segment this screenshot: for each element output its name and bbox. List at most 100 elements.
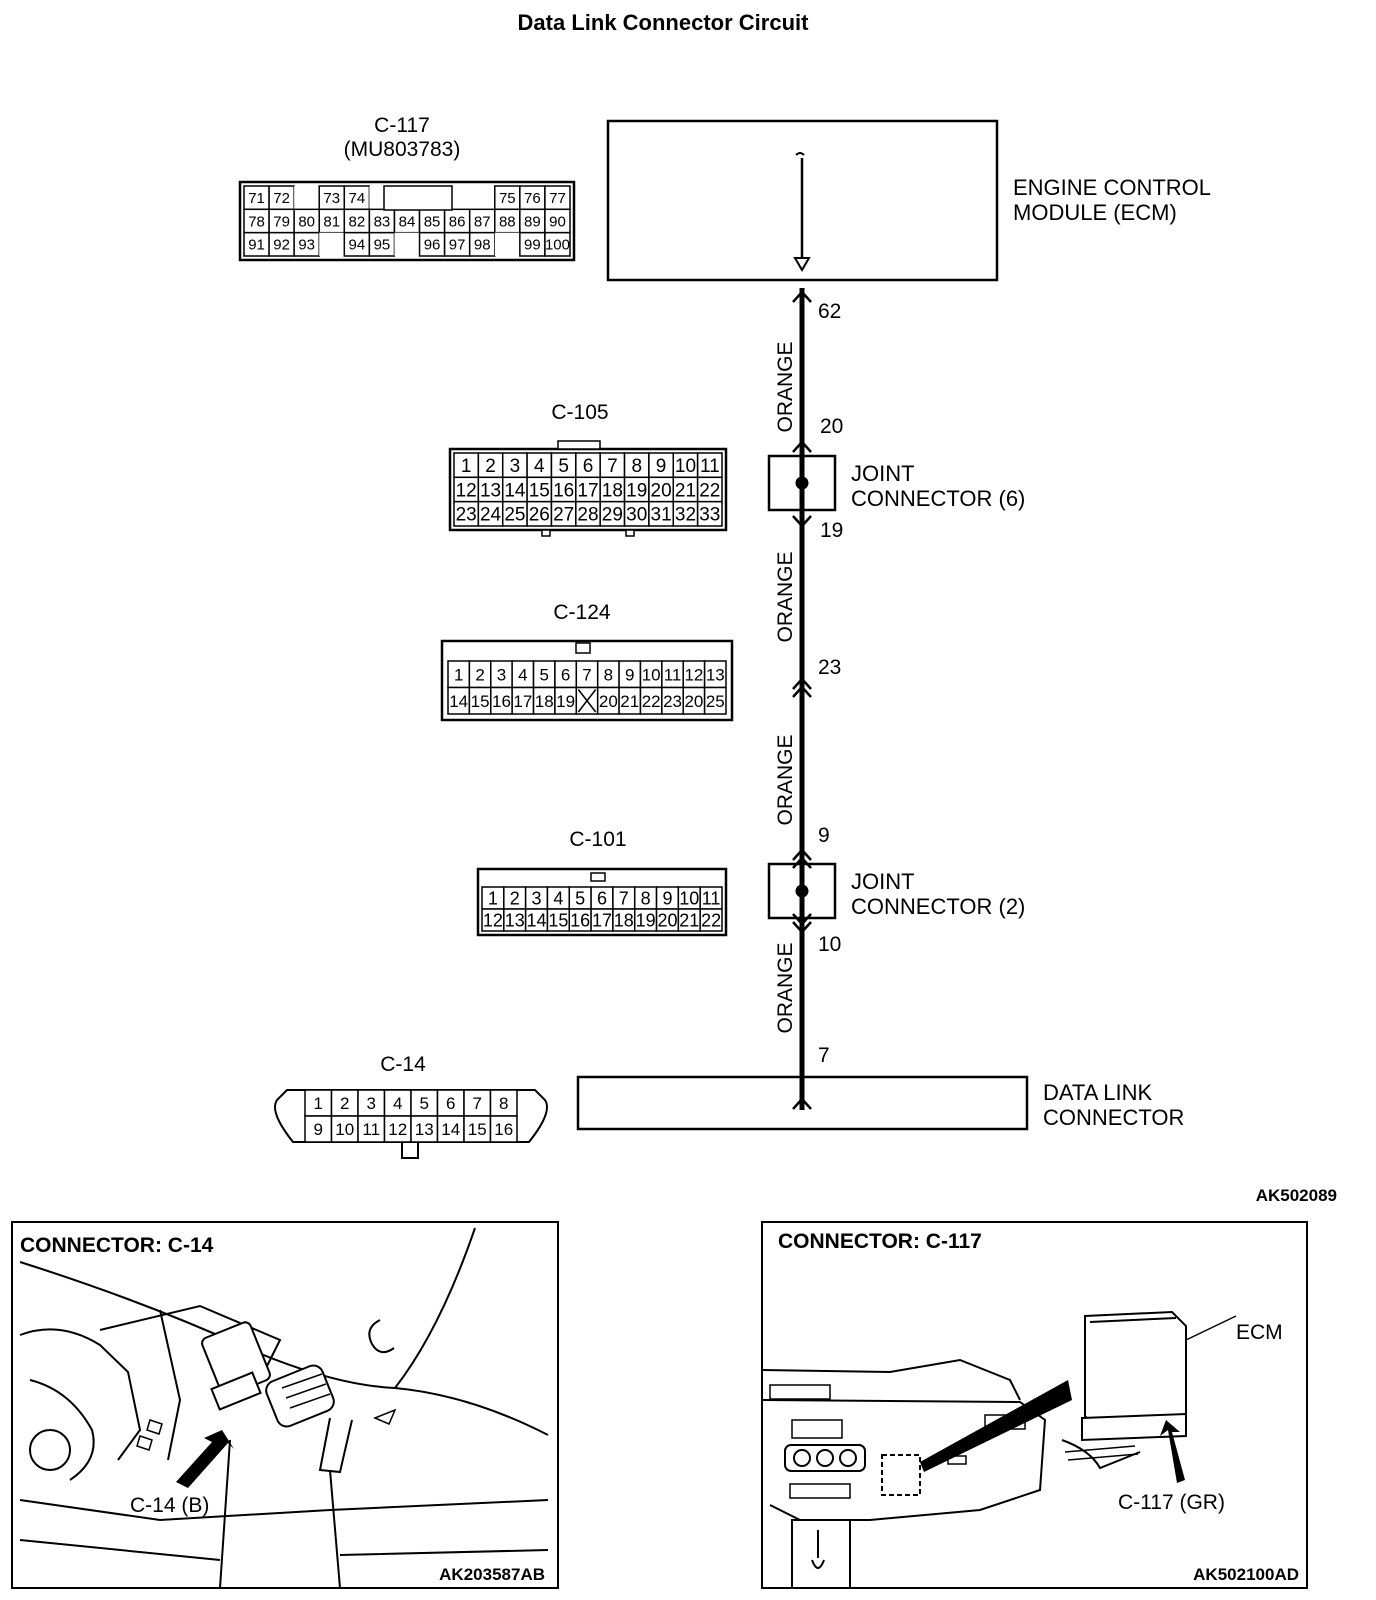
pin-number: 14 [504, 480, 526, 501]
joint-6-node [795, 476, 809, 490]
figure-id: AK502089 [1256, 1186, 1337, 1205]
pin-number: 9 [662, 888, 672, 908]
dlc-label-line1: DATA LINK [1043, 1080, 1153, 1105]
pin-number: 9 [656, 456, 667, 477]
zoom-wedge [920, 1380, 1072, 1472]
pin-number: 16 [492, 692, 511, 711]
joint-2-label-line2: CONNECTOR (2) [851, 894, 1025, 919]
pin-number: 16 [570, 910, 590, 930]
pin-number: 75 [499, 190, 516, 207]
pin-cell [394, 232, 420, 256]
connector-latch [383, 185, 453, 211]
pin-cell [544, 231, 571, 257]
pin-number: 78 [248, 213, 265, 230]
pin-number: 9 [314, 1120, 323, 1139]
pin-number: 15 [468, 1120, 487, 1139]
pin-label-9: 9 [818, 824, 830, 847]
pin-number: 13 [505, 910, 525, 930]
c105-name: C-105 [551, 401, 608, 424]
pin-number: 21 [675, 480, 696, 501]
pin-number: 4 [553, 888, 563, 908]
ecm-label-line2: MODULE (ECM) [1013, 200, 1177, 225]
pin-number: 10 [335, 1120, 354, 1139]
pin-number: 13 [706, 665, 725, 684]
ecm-internal-symbol [795, 152, 805, 156]
pin-number: 20 [684, 692, 703, 711]
pin-cell [699, 908, 723, 932]
pin-number: 92 [273, 237, 290, 254]
pin-cell [703, 686, 727, 715]
pin-number: 22 [699, 480, 720, 501]
pin-number: 3 [510, 456, 521, 477]
pin-number: 2 [485, 456, 496, 477]
connector-latch [401, 1141, 419, 1159]
pin-cell [304, 1089, 333, 1117]
pin-number: 1 [461, 456, 472, 477]
pin-cell [477, 452, 504, 479]
pin-number: 5 [539, 665, 548, 684]
pin-number: 8 [604, 665, 613, 684]
pin-cell [696, 476, 723, 503]
pin-label-19: 19 [820, 519, 843, 542]
c124-name: C-124 [553, 601, 611, 624]
pin-number: 72 [273, 190, 290, 207]
diagram-title: Data Link Connector Circuit [518, 10, 810, 35]
pin-number: 88 [499, 213, 516, 230]
pin-cell [599, 452, 626, 479]
wire-color-label: ORANGE [774, 341, 797, 432]
ecm-arrow-icon [793, 257, 811, 272]
joint-2-label-line1: JOINT [851, 869, 915, 894]
pin-number: 33 [699, 505, 720, 526]
pin-cell [672, 476, 699, 503]
pin-number: 94 [349, 237, 366, 254]
pin-number: 7 [582, 665, 591, 684]
pin-number: 73 [323, 190, 340, 207]
pin-label-23: 23 [818, 656, 841, 679]
pin-number: 5 [420, 1094, 429, 1113]
c101-name: C-101 [569, 828, 626, 851]
pin-number: 18 [602, 480, 623, 501]
pin-number: 3 [532, 888, 542, 908]
pin-number: 21 [679, 910, 699, 930]
pin-number: 77 [549, 190, 566, 207]
pin-number: 22 [642, 692, 661, 711]
pin-number: 84 [399, 213, 416, 230]
pin-number: 14 [527, 910, 547, 930]
pin-number: 16 [553, 480, 574, 501]
pin-number: 12 [388, 1120, 407, 1139]
pin-cell [436, 1115, 465, 1143]
pin-number: 80 [298, 213, 315, 230]
pin-cell [648, 500, 675, 527]
pin-number: 8 [631, 456, 642, 477]
pin-number: 6 [583, 456, 594, 477]
pin-number: 15 [529, 480, 550, 501]
pin-number: 8 [641, 888, 651, 908]
pin-cell [330, 1115, 359, 1143]
pin-number: 2 [475, 665, 484, 684]
pin-number: 6 [446, 1094, 455, 1113]
pin-number: 83 [374, 213, 391, 230]
pin-number: 30 [626, 505, 647, 526]
pin-cell [575, 476, 601, 503]
pin-cell [383, 1115, 412, 1143]
pin-number: 81 [323, 213, 340, 230]
wire-color-label: ORANGE [774, 551, 797, 642]
pin-number: 32 [675, 505, 696, 526]
pin-number: 25 [504, 505, 525, 526]
pin-number: 82 [349, 213, 366, 230]
pin-number: 24 [480, 505, 502, 526]
pin-number: 12 [456, 480, 477, 501]
callout-arrow-icon [1160, 1420, 1185, 1483]
pin-number: 12 [684, 665, 703, 684]
pin-number: 26 [529, 505, 550, 526]
pin-number: 1 [314, 1094, 323, 1113]
dashboard-illustration [19, 1227, 549, 1589]
pin-number: 86 [449, 213, 466, 230]
pin-number: 74 [349, 190, 366, 207]
pin-number: 15 [471, 692, 490, 711]
c117-part: (MU803783) [344, 138, 461, 161]
pin-cell [494, 232, 520, 256]
